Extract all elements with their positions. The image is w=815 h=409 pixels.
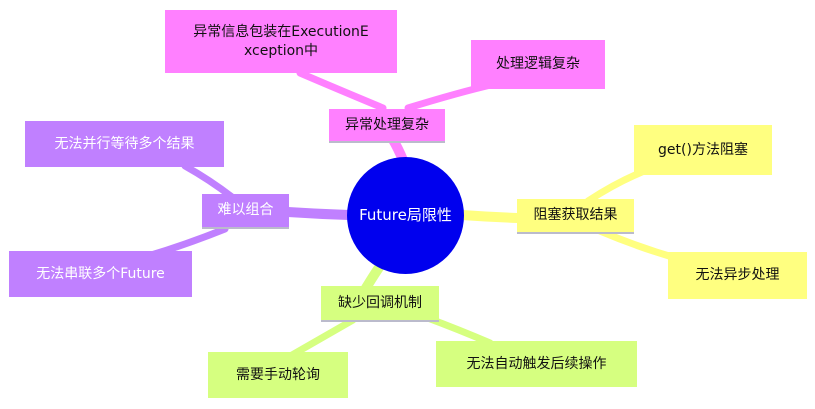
leaf-callback-trigger[interactable]: 无法自动触发后续操作 — [436, 341, 637, 387]
leaf-callback-trigger-label: 无法自动触发后续操作 — [466, 355, 607, 372]
leaf-exception-complex[interactable]: 处理逻辑复杂 — [471, 40, 605, 89]
leaf-combine-chain-label: 无法串联多个Future — [36, 265, 165, 282]
leaf-blocking-async[interactable]: 无法异步处理 — [668, 252, 807, 299]
leaf-combine-chain[interactable]: 无法串联多个Future — [9, 251, 192, 297]
leaf-combine-parallel[interactable]: 无法并行等待多个结果 — [25, 121, 224, 167]
root-label: Future局限性 — [359, 206, 452, 224]
leaf-exception-complex-label: 处理逻辑复杂 — [496, 56, 580, 72]
leaf-exception-wrapped[interactable]: 异常信息包装在ExecutionE xception中 — [165, 10, 397, 73]
leaf-combine-parallel-label: 无法并行等待多个结果 — [54, 135, 195, 152]
link-root-combine — [283, 207, 354, 220]
leaf-exception-wrapped-label: 异常信息包装在ExecutionE xception中 — [193, 23, 369, 59]
branch-combine-label: 难以组合 — [217, 202, 274, 218]
branch-combine[interactable]: 难以组合 — [202, 194, 289, 229]
leaf-blocking-get-label: get()方法阻塞 — [658, 141, 748, 158]
link-exception-child-1 — [296, 69, 387, 112]
branch-callback-label: 缺少回调机制 — [338, 294, 422, 311]
branch-blocking[interactable]: 阻塞获取结果 — [517, 199, 634, 234]
leaf-callback-poll[interactable]: 需要手动轮询 — [208, 352, 348, 398]
leaf-blocking-get[interactable]: get()方法阻塞 — [634, 125, 772, 175]
link-callback-child-1 — [288, 316, 357, 359]
branch-exception-label: 异常处理复杂 — [345, 116, 429, 133]
leaf-callback-poll-label: 需要手动轮询 — [236, 366, 320, 383]
branch-callback[interactable]: 缺少回调机制 — [321, 286, 439, 322]
link-combine-child-1 — [181, 162, 236, 201]
branch-blocking-label: 阻塞获取结果 — [533, 207, 618, 223]
root-node[interactable]: Future局限性 — [347, 157, 464, 274]
link-root-callback — [361, 261, 385, 293]
leaf-blocking-async-label: 无法异步处理 — [695, 267, 780, 283]
link-root-blocking — [457, 210, 523, 223]
branch-exception[interactable]: 异常处理复杂 — [329, 109, 445, 143]
